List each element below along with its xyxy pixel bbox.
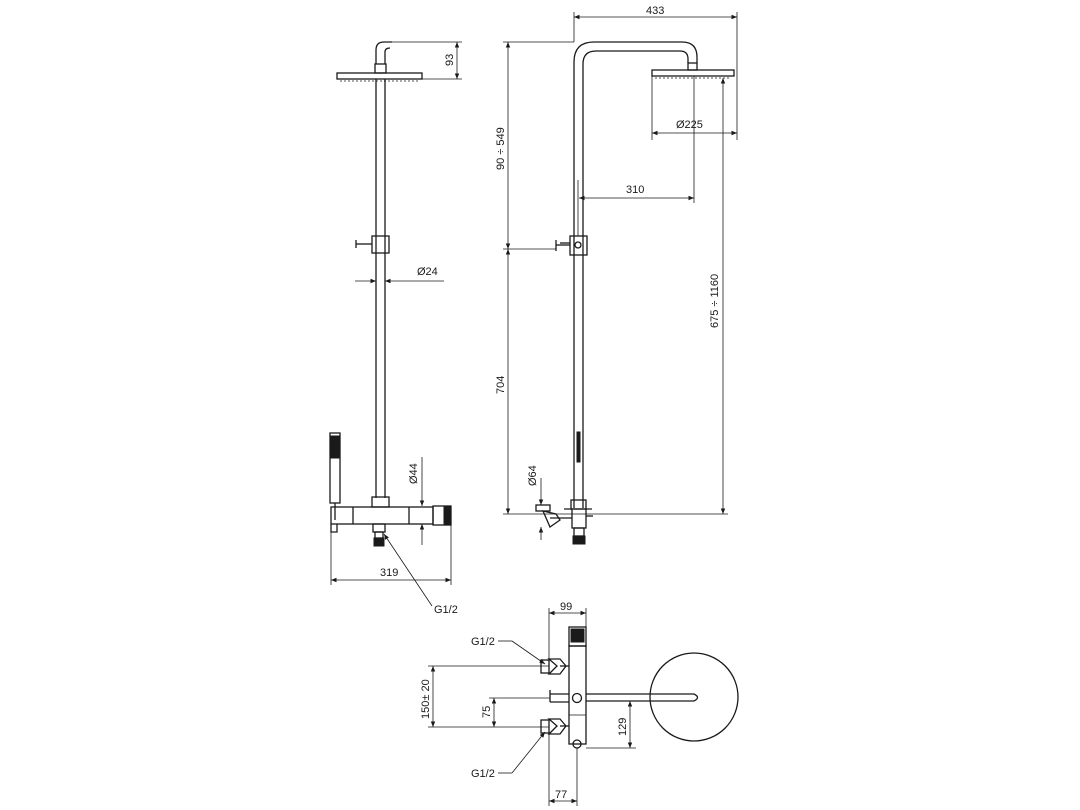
dim-mixer-width: 319 (380, 567, 398, 579)
dim-arm-reach: 310 (626, 184, 644, 196)
label-inlet-thread: G1/2 (434, 604, 458, 616)
label-inlet-bottom: G1/2 (471, 768, 495, 780)
dim-inlet-centres: 150± 20 (420, 679, 432, 719)
dim-arm-height: 129 (617, 718, 629, 736)
dim-total-height: 675 ÷ 1160 (709, 274, 721, 328)
dim-upper-adjust: 90 ÷ 549 (495, 127, 507, 170)
dim-total-width: 433 (646, 5, 664, 17)
front-slider (569, 235, 588, 256)
front-shower-head (651, 69, 735, 77)
top-view (540, 626, 739, 749)
dim-mixer-diameter: Ø44 (408, 463, 420, 484)
dim-head-drop: 93 (444, 54, 456, 66)
side-shower-head (336, 72, 423, 80)
side-slider (371, 235, 390, 254)
side-view (329, 41, 452, 547)
dim-flange-diameter: Ø64 (527, 465, 539, 486)
dim-top-depth: 99 (560, 601, 572, 613)
dim-head-diameter: Ø225 (676, 119, 703, 131)
side-mixer-body (330, 506, 434, 525)
label-inlet-top: G1/2 (471, 636, 495, 648)
top-mixer-body (568, 645, 587, 745)
dim-pipe-diameter: Ø24 (417, 266, 438, 278)
top-view-dimensions: 99 G1/2 G1/2 150± 20 75 129 77 (420, 601, 636, 806)
front-arm (573, 41, 698, 63)
front-view-dimensions: 433 Ø225 310 90 ÷ 549 704 675 ÷ 1160 Ø64 (495, 5, 738, 540)
dim-base-depth: 77 (555, 789, 567, 801)
dim-lower-length: 704 (495, 376, 507, 394)
side-view-dimensions: 93 Ø24 Ø44 319 G1/2 (330, 41, 462, 616)
dim-offset: 75 (481, 706, 493, 718)
top-shower-head (649, 652, 739, 742)
front-view (535, 41, 735, 545)
